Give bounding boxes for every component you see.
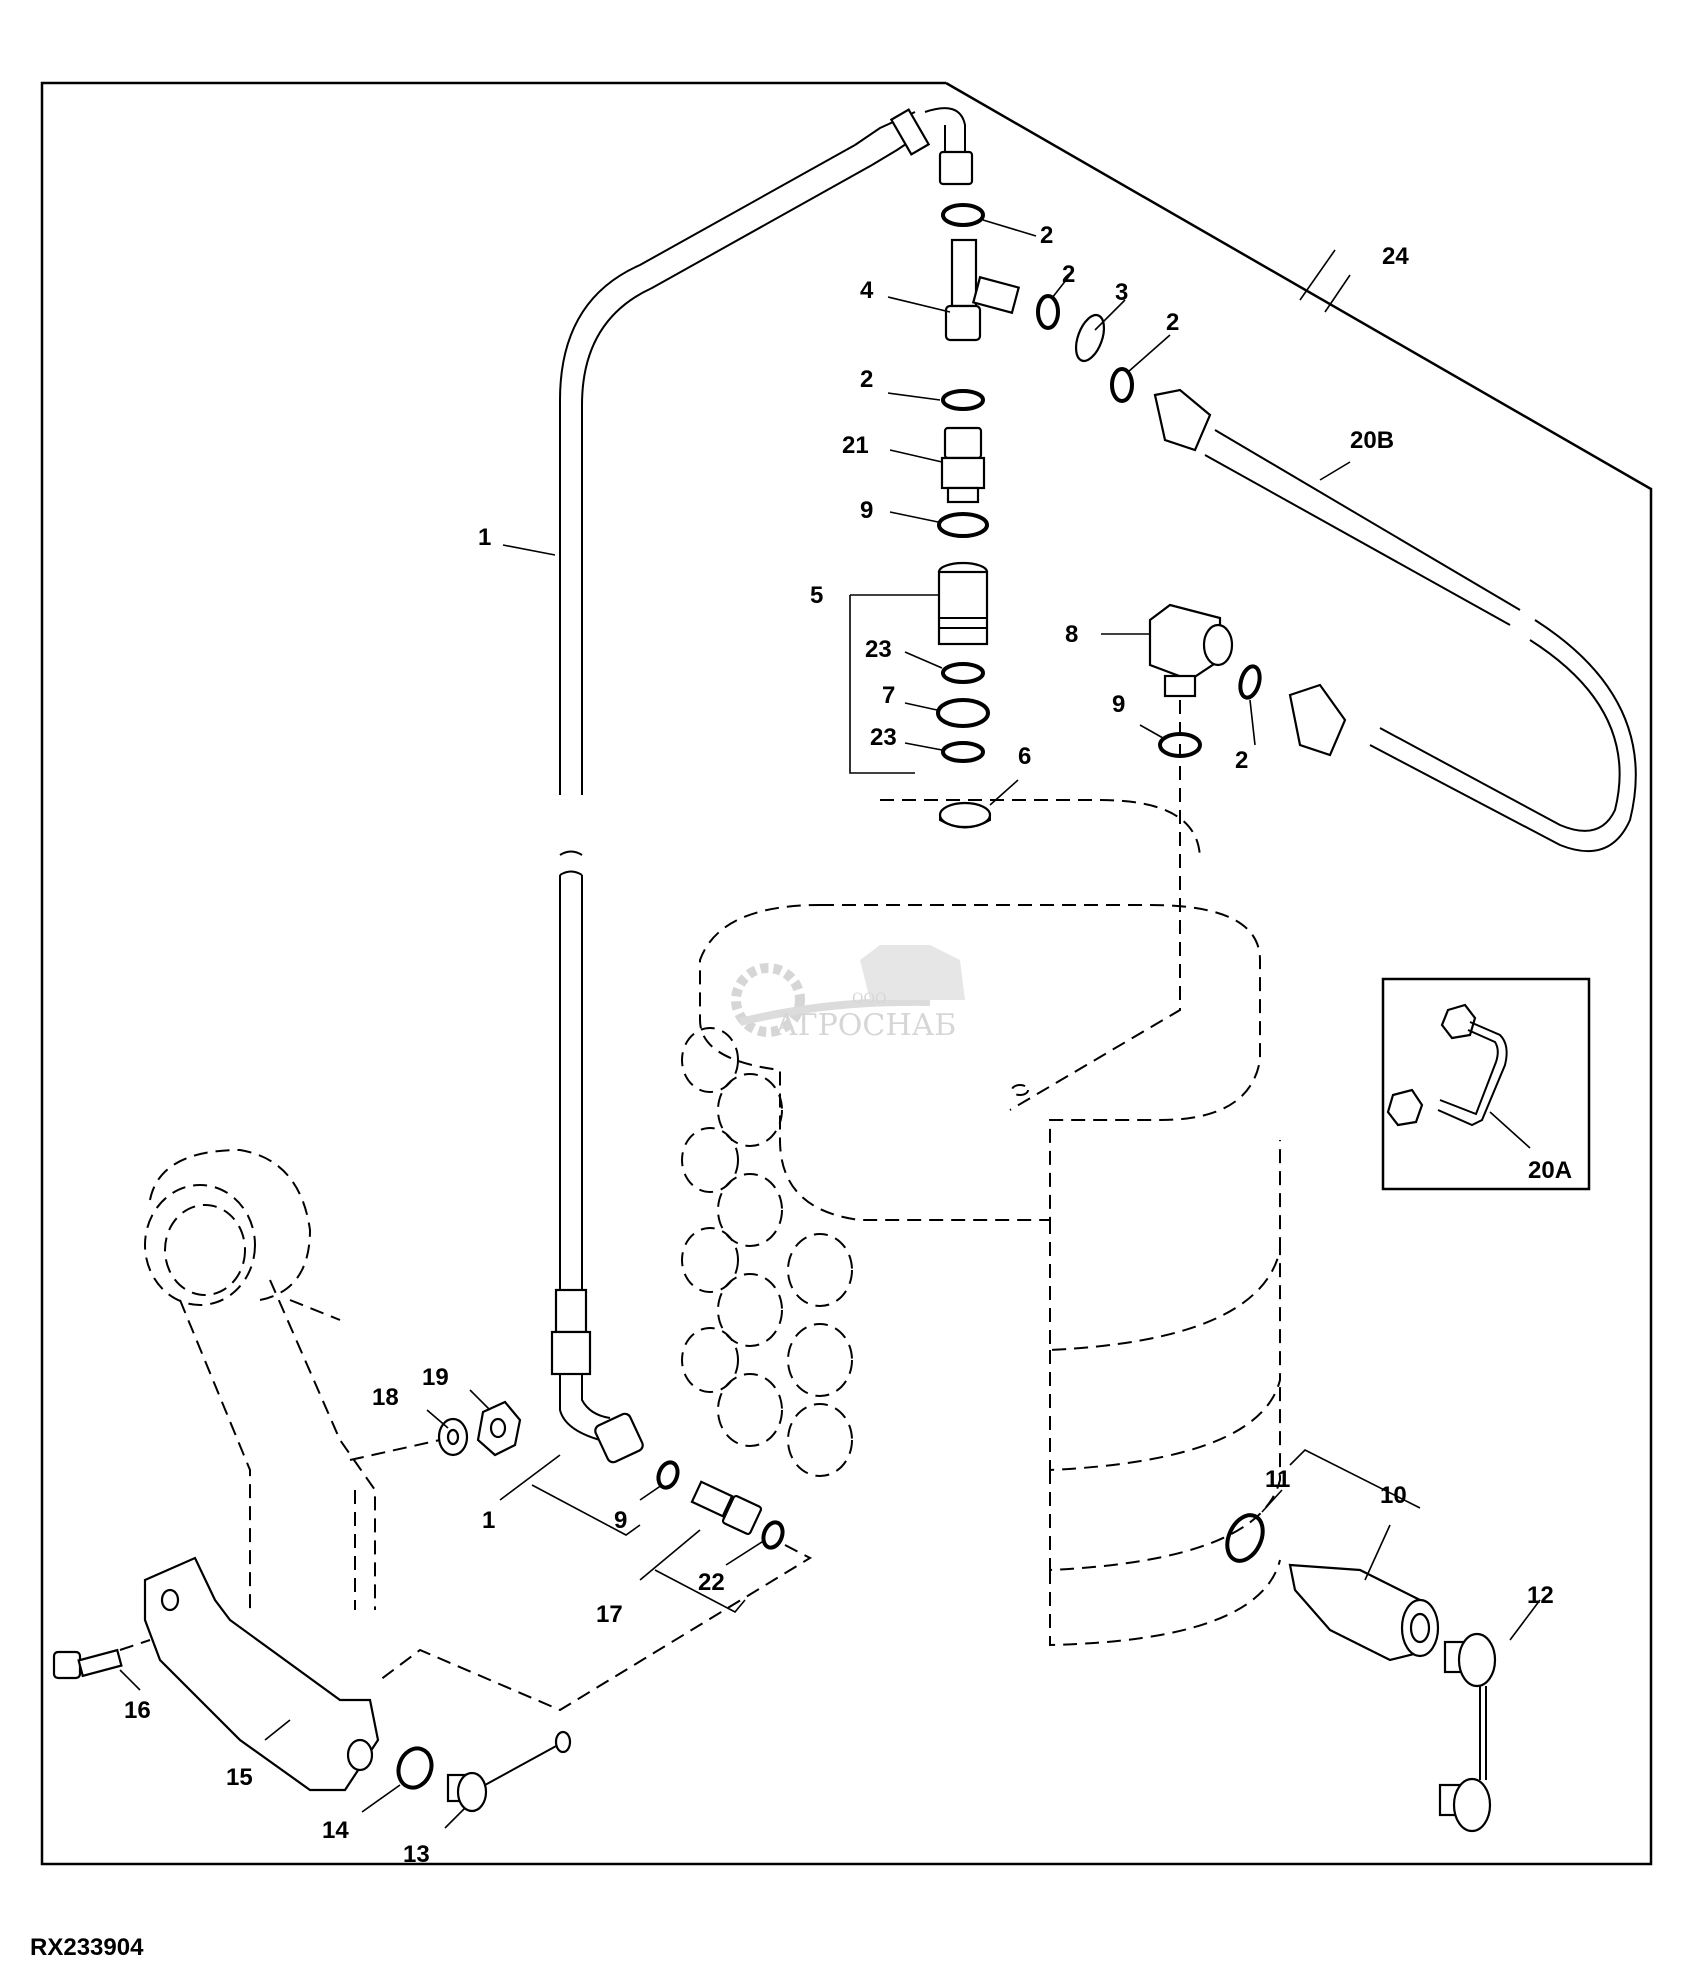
callout-2: 2 bbox=[1040, 222, 1053, 249]
alignment-dash-line bbox=[1009, 700, 1181, 1111]
bracket-dash bbox=[379, 1544, 813, 1712]
inset-20a: 20A bbox=[1381, 977, 1591, 1191]
callout-14: 14 bbox=[322, 1817, 349, 1844]
callout-23: 23 bbox=[865, 636, 892, 663]
part-19-nut bbox=[476, 1400, 522, 1457]
valve-stack-phantom bbox=[681, 799, 1281, 1647]
callout-9: 9 bbox=[1112, 691, 1125, 718]
part-18-washer bbox=[437, 1417, 469, 1457]
part-17-fitting bbox=[690, 1480, 763, 1536]
callout-9: 9 bbox=[860, 497, 873, 524]
callout-10: 10 bbox=[1380, 1482, 1407, 1509]
callouts: 2 24 4 2 3 2 2 21 20B 9 1 5 8 23 7 9 23 … bbox=[124, 222, 1554, 1868]
part-16-bolt bbox=[52, 1648, 123, 1680]
callout-16: 16 bbox=[124, 1697, 151, 1724]
watermark: ООО АГРОСНАБ bbox=[731, 945, 965, 1043]
callout-19: 19 bbox=[422, 1364, 449, 1391]
callout-18: 18 bbox=[372, 1384, 399, 1411]
part-14-o-ring bbox=[396, 1746, 434, 1790]
callout-8: 8 bbox=[1065, 621, 1078, 648]
callout-11: 11 bbox=[1265, 1466, 1290, 1493]
callout-22: 22 bbox=[698, 1569, 725, 1596]
part-4-tee-fitting bbox=[944, 238, 1021, 342]
figure-id: RX233904 bbox=[30, 1934, 144, 1961]
callout-2: 2 bbox=[860, 366, 873, 393]
callout-15: 15 bbox=[226, 1764, 253, 1791]
part-2-o-ring bbox=[941, 203, 985, 227]
part-22-o-ring bbox=[761, 1520, 785, 1550]
callout-20a: 20A bbox=[1528, 1157, 1572, 1184]
washer-dash bbox=[349, 1439, 441, 1461]
callout-1: 1 bbox=[482, 1507, 495, 1534]
callout-12: 12 bbox=[1527, 1582, 1554, 1609]
callout-20b: 20B bbox=[1350, 427, 1394, 454]
part-1-hydraulic-line bbox=[550, 107, 974, 1464]
part-15-bracket bbox=[143, 1556, 380, 1792]
part-21-adapter bbox=[940, 426, 986, 504]
part-2-o-ring bbox=[1036, 294, 1060, 330]
lever-phantom bbox=[144, 1148, 376, 1610]
part-11-o-ring bbox=[1225, 1513, 1265, 1563]
part-2-o-ring bbox=[941, 389, 985, 411]
callout-9: 9 bbox=[614, 1507, 627, 1534]
callout-21: 21 bbox=[842, 432, 869, 459]
bolt-dash bbox=[119, 1639, 151, 1651]
callout-5: 5 bbox=[810, 582, 823, 609]
part-8-elbow-fitting bbox=[1148, 603, 1234, 698]
part-10-coupler bbox=[1288, 1563, 1440, 1662]
part-23-backup-ring bbox=[941, 741, 985, 763]
callout-2: 2 bbox=[1166, 309, 1179, 336]
part-23-backup-ring bbox=[941, 662, 985, 684]
callout-17: 17 bbox=[596, 1601, 623, 1628]
callout-6: 6 bbox=[1018, 743, 1031, 770]
callout-24: 24 bbox=[1382, 243, 1409, 270]
callout-13: 13 bbox=[403, 1841, 430, 1868]
callout-4: 4 bbox=[860, 277, 874, 304]
callout-1: 1 bbox=[478, 524, 491, 551]
part-3-check-disc bbox=[1074, 313, 1106, 363]
callout-7: 7 bbox=[882, 682, 895, 709]
callout-2: 2 bbox=[1062, 261, 1075, 288]
part-20b-hose bbox=[1153, 388, 1637, 853]
part-7-o-ring bbox=[936, 698, 990, 728]
part-2-o-ring bbox=[1238, 664, 1262, 700]
part-5-coupler-sleeve bbox=[937, 561, 989, 646]
watermark-prefix: ООО bbox=[852, 991, 886, 1007]
diagram-frame bbox=[40, 81, 1653, 1866]
part-2-o-ring bbox=[1110, 367, 1134, 403]
callout-3: 3 bbox=[1115, 279, 1128, 306]
part-9-o-ring bbox=[937, 512, 989, 538]
part-9-o-ring bbox=[656, 1460, 680, 1490]
part-13-dust-cap bbox=[446, 1730, 572, 1813]
watermark-brand: АГРОСНАБ bbox=[775, 1008, 956, 1043]
leader-lines bbox=[119, 219, 1541, 1829]
callout-2: 2 bbox=[1235, 747, 1248, 774]
part-6-plug bbox=[938, 801, 992, 829]
part-12-dust-cap bbox=[1438, 1632, 1497, 1833]
callout-23: 23 bbox=[870, 724, 897, 751]
